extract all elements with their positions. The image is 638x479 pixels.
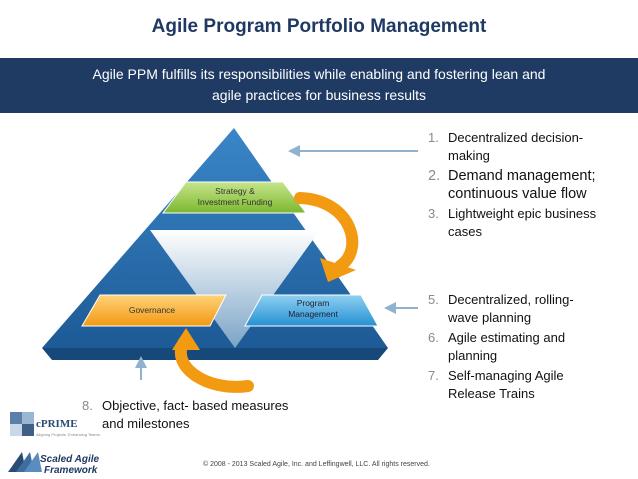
list-text: Lightweight epic business cases bbox=[448, 205, 628, 241]
list-item-7: 7. Self-managing Agile Release Trains bbox=[428, 367, 628, 403]
list-text-line: Objective, fact- based measures bbox=[102, 398, 289, 413]
label-program-line1: Program bbox=[297, 298, 330, 308]
list-text-line: making bbox=[448, 148, 490, 163]
list-text: Objective, fact- based measures and mile… bbox=[102, 397, 322, 433]
orange-band bbox=[81, 294, 227, 327]
list-mid: 5. Decentralized, rolling- wave planning… bbox=[428, 291, 628, 405]
subtitle-banner: Agile PPM fulfills its responsibilities … bbox=[0, 58, 638, 113]
list-text-line: Self-managing Agile bbox=[448, 368, 564, 383]
list-text-line: continuous value flow bbox=[448, 186, 587, 202]
cprime-logo: cPRIME Aligning Projects. Enhancing Team… bbox=[10, 412, 101, 437]
list-item-8: 8. Objective, fact- based measures and m… bbox=[82, 397, 322, 433]
list-text: Decentralized, rolling- wave planning bbox=[448, 291, 628, 327]
copyright-footer: © 2008 - 2013 Scaled Agile, Inc. and Lef… bbox=[203, 461, 430, 468]
list-text-line: wave planning bbox=[448, 310, 532, 325]
list-item-2: 2. Demand management; continuous value f… bbox=[428, 167, 628, 203]
label-program-line2: Management bbox=[288, 309, 338, 319]
list-text-line: Decentralized, rolling- bbox=[448, 292, 574, 307]
list-number: 5. bbox=[428, 292, 439, 307]
list-text: Agile estimating and planning bbox=[448, 329, 628, 365]
pyramid-shadow bbox=[42, 348, 388, 360]
list-text-line: Demand management; bbox=[448, 168, 596, 184]
cycle-arrow-bottom-head bbox=[172, 328, 200, 350]
list-bottom: 8. Objective, fact- based measures and m… bbox=[82, 397, 322, 435]
list-text-line: planning bbox=[448, 348, 498, 363]
list-text-line: Release Trains bbox=[448, 386, 535, 401]
list-text-line: Agile estimating and bbox=[448, 330, 566, 345]
list-number: 8. bbox=[82, 398, 93, 413]
list-text-line: cases bbox=[448, 224, 482, 239]
list-text: Demand management; continuous value flow bbox=[448, 167, 628, 203]
green-band bbox=[162, 181, 307, 214]
cyan-band bbox=[244, 294, 379, 327]
label-governance: Governance bbox=[129, 305, 176, 315]
page-title: Agile Program Portfolio Management bbox=[151, 16, 487, 37]
banner-line-2: agile practices for business results bbox=[212, 87, 426, 103]
list-top: 1. Decentralized decision- making 2. Dem… bbox=[428, 129, 628, 243]
saf-logo: Scaled Agile Framework bbox=[8, 452, 100, 476]
list-number: 7. bbox=[428, 368, 439, 383]
label-strategy-line1: Strategy & bbox=[215, 186, 255, 196]
list-number: 1. bbox=[428, 130, 439, 145]
list-item-5: 5. Decentralized, rolling- wave planning bbox=[428, 291, 628, 327]
list-item-1: 1. Decentralized decision- making bbox=[428, 129, 628, 165]
list-number: 6. bbox=[428, 330, 439, 345]
list-text-line: Decentralized decision- bbox=[448, 130, 584, 145]
banner-line-1: Agile PPM fulfills its responsibilities … bbox=[92, 66, 546, 82]
list-text-line: Lightweight epic business bbox=[448, 206, 597, 221]
list-text-line: and milestones bbox=[102, 416, 190, 431]
list-text: Self-managing Agile Release Trains bbox=[448, 367, 628, 403]
list-item-6: 6. Agile estimating and planning bbox=[428, 329, 628, 365]
list-number: 2. bbox=[428, 168, 441, 184]
cycle-arrow-top bbox=[294, 192, 359, 272]
saf-line-2: Framework bbox=[44, 465, 98, 476]
saf-line-1: Scaled Agile bbox=[40, 454, 100, 465]
cprime-tagline: Aligning Projects. Enhancing Teams. bbox=[36, 432, 101, 437]
list-text: Decentralized decision- making bbox=[448, 129, 628, 165]
cycle-arrow-top-head bbox=[320, 258, 356, 282]
inner-triangle bbox=[150, 230, 320, 348]
cprime-wordmark: cPRIME bbox=[36, 418, 78, 430]
list-item-3: 3. Lightweight epic business cases bbox=[428, 205, 628, 241]
list-number: 3. bbox=[428, 206, 439, 221]
label-strategy-line2: Investment Funding bbox=[198, 197, 273, 207]
